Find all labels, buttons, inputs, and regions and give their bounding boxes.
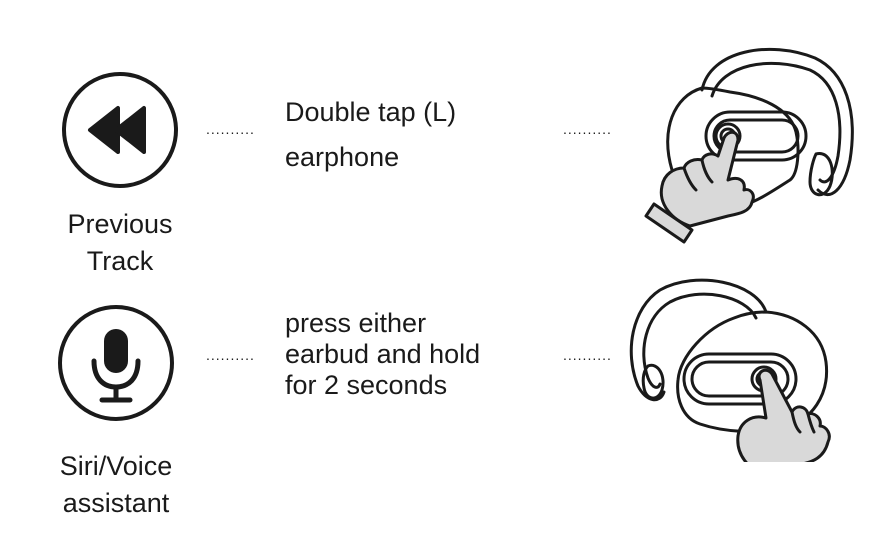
row-voice-assistant: Siri/Voice assistant .......... press ei… bbox=[0, 278, 883, 548]
previous-track-label-line-1: Previous bbox=[67, 209, 173, 239]
rewind-icon bbox=[88, 106, 146, 154]
previous-track-instruction-line-1: Double tap (L) bbox=[285, 97, 457, 127]
leader-dots-left-2: .......... bbox=[206, 347, 255, 363]
voice-assistant-instruction-line-2: earbud and hold bbox=[285, 339, 481, 369]
leader-dots-right-1: .......... bbox=[563, 121, 612, 137]
voice-assistant-instruction-line-3: for 2 seconds bbox=[285, 370, 448, 400]
leader-dots-left-1: .......... bbox=[206, 121, 255, 137]
previous-track-icon-circle bbox=[62, 72, 178, 188]
earbud-double-tap-illustration bbox=[644, 47, 854, 244]
earbud-press-hold-illustration bbox=[629, 278, 831, 462]
ear-hook-outer bbox=[700, 47, 854, 197]
voice-assistant-instruction: press either earbud and hold for 2 secon… bbox=[285, 308, 480, 401]
voice-assistant-label-line-1: Siri/Voice bbox=[59, 451, 173, 481]
row-previous-track: Previous Track .......... Double tap (L)… bbox=[20, 47, 854, 280]
voice-assistant-label-line-2: assistant bbox=[62, 488, 170, 518]
voice-assistant-icon-circle bbox=[58, 305, 174, 421]
voice-assistant-instruction-line-1: press either bbox=[285, 308, 427, 338]
previous-track-label-line-2: Track bbox=[86, 246, 154, 276]
previous-track-instruction: Double tap (L) earphone bbox=[285, 90, 456, 180]
voice-assistant-label: Siri/Voice assistant bbox=[16, 448, 216, 522]
previous-track-instruction-line-2: earphone bbox=[285, 142, 400, 172]
leader-dots-right-2: .......... bbox=[563, 347, 612, 363]
microphone-icon bbox=[91, 329, 141, 403]
previous-track-label: Previous Track bbox=[20, 206, 220, 280]
